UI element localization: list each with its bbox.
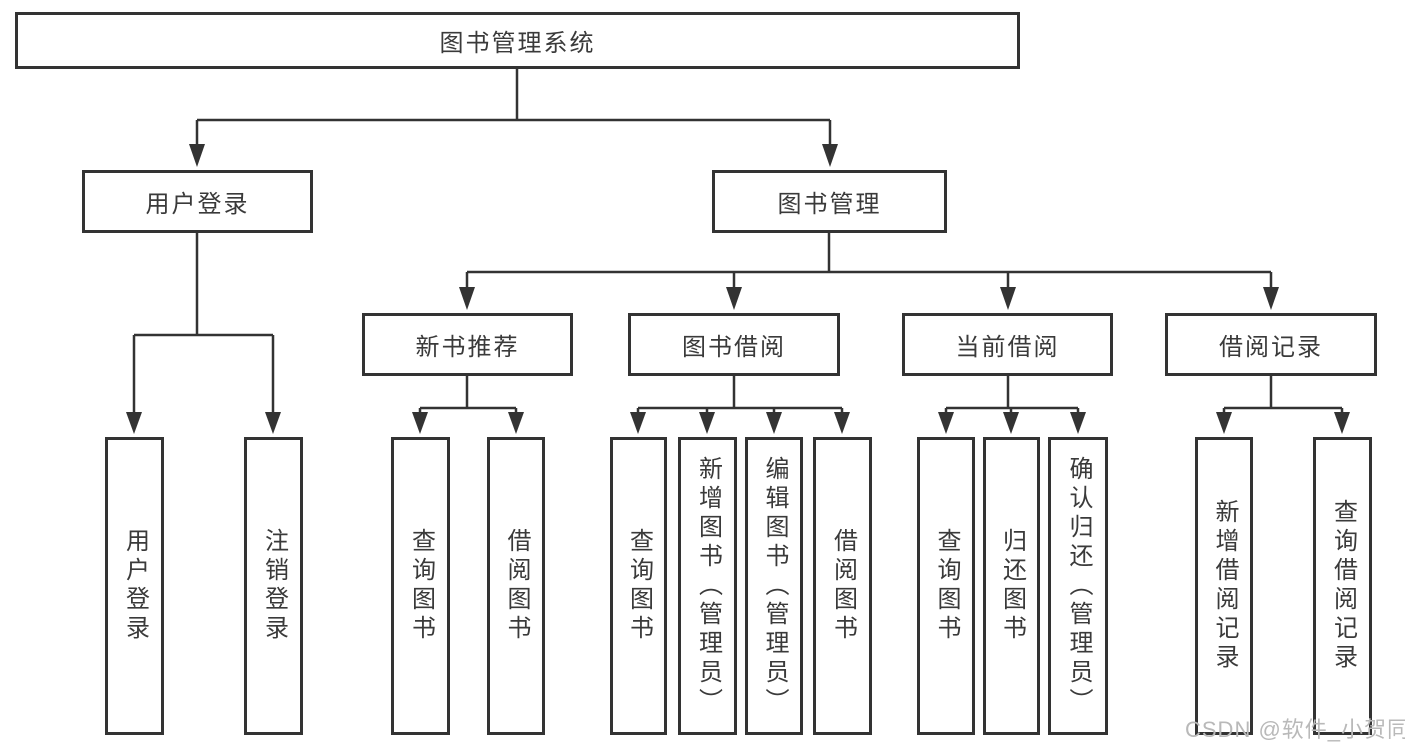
node-login-leaf: 用户登录 bbox=[105, 437, 164, 735]
arrow-down-icon bbox=[834, 412, 850, 434]
arrow-down-icon bbox=[1334, 412, 1350, 434]
edge-bookmgmt-to-level3 bbox=[465, 233, 1273, 290]
arrow-down-icon bbox=[822, 144, 838, 167]
node-user-login: 用户登录 bbox=[82, 170, 313, 233]
edge-records-to-children bbox=[1222, 376, 1344, 416]
node-logout-leaf: 注销登录 bbox=[244, 437, 303, 735]
arrow-down-icon bbox=[126, 412, 142, 434]
edge-root-to-level2 bbox=[195, 69, 832, 148]
node-confirm-return-admin: 确认归还（管理员） bbox=[1048, 437, 1108, 735]
arrow-down-icon bbox=[1263, 287, 1279, 310]
node-query-books-recommend: 查询图书 bbox=[391, 437, 450, 735]
arrow-down-icon bbox=[1003, 412, 1019, 434]
node-borrow-books-leaf: 借阅图书 bbox=[813, 437, 872, 735]
arrow-down-icon bbox=[726, 287, 742, 310]
edge-currentborrow-to-children bbox=[944, 376, 1080, 416]
node-query-books-borrow: 查询图书 bbox=[610, 437, 667, 735]
node-edit-book-admin: 编辑图书（管理员） bbox=[745, 437, 803, 735]
edge-userlogin-to-children bbox=[132, 233, 275, 416]
node-add-book-admin: 新增图书（管理员） bbox=[678, 437, 737, 735]
edge-bookborrow-to-children bbox=[636, 376, 844, 416]
arrow-down-icon bbox=[630, 412, 646, 434]
node-query-books-current: 查询图书 bbox=[917, 437, 975, 735]
arrowhead-icons bbox=[126, 144, 1350, 434]
arrow-down-icon bbox=[412, 412, 428, 434]
node-query-borrow-record: 查询借阅记录 bbox=[1313, 437, 1372, 735]
arrow-down-icon bbox=[265, 412, 281, 434]
arrow-down-icon bbox=[699, 412, 715, 434]
arrow-down-icon bbox=[766, 412, 782, 434]
node-return-book: 归还图书 bbox=[983, 437, 1040, 735]
node-add-borrow-record: 新增借阅记录 bbox=[1195, 437, 1253, 735]
node-new-book-recommend: 新书推荐 bbox=[362, 313, 573, 376]
arrow-down-icon bbox=[508, 412, 524, 434]
node-current-borrow: 当前借阅 bbox=[902, 313, 1113, 376]
arrow-down-icon bbox=[189, 144, 205, 167]
arrow-down-icon bbox=[1216, 412, 1232, 434]
csdn-watermark: CSDN @软件_小贺同学 bbox=[1185, 717, 1405, 742]
arrow-down-icon bbox=[1070, 412, 1086, 434]
arrow-down-icon bbox=[459, 287, 475, 310]
node-book-management: 图书管理 bbox=[712, 170, 947, 233]
edge-newbook-to-children bbox=[418, 376, 518, 416]
node-system-root: 图书管理系统 bbox=[15, 12, 1020, 69]
arrow-down-icon bbox=[938, 412, 954, 434]
node-borrow-books-recommend: 借阅图书 bbox=[487, 437, 545, 735]
node-book-borrow: 图书借阅 bbox=[628, 313, 840, 376]
arrow-down-icon bbox=[1000, 287, 1016, 310]
node-borrow-records: 借阅记录 bbox=[1165, 313, 1377, 376]
